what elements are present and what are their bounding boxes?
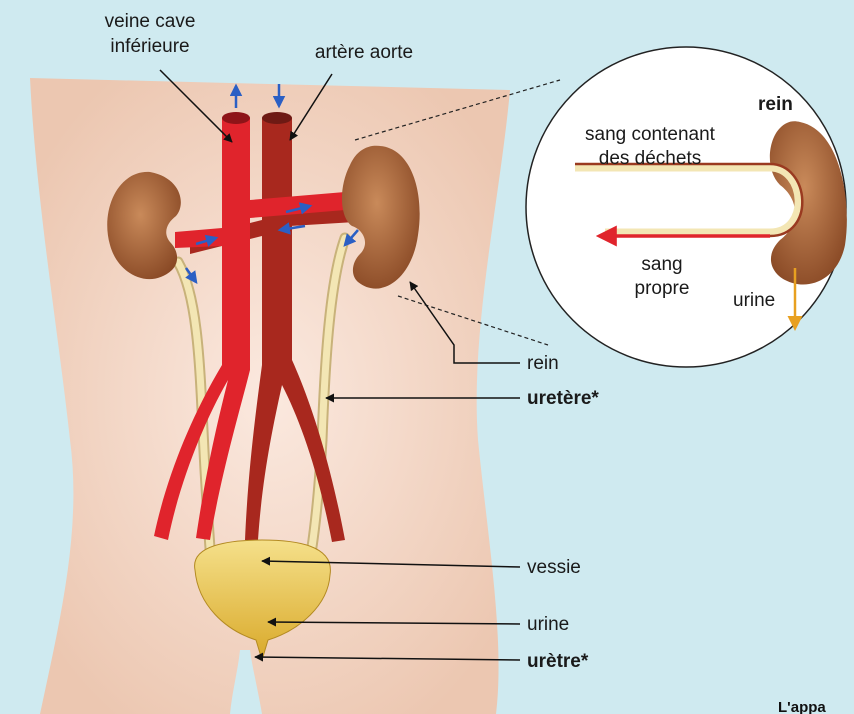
corner-caption: L'appa: [778, 699, 826, 714]
zoom-label-sang: sang: [641, 254, 682, 275]
label-urine: urine: [527, 614, 569, 635]
zoom-label-propre: propre: [635, 278, 690, 299]
zoom-label-sang-contenant: sang contenant: [585, 124, 716, 145]
label-inferieure: inférieure: [110, 36, 189, 57]
label-uretere: uretère*: [527, 388, 599, 409]
label-vessie: vessie: [527, 557, 581, 578]
zoom-label-rein: rein: [758, 94, 793, 115]
label-veine-cave: veine cave: [105, 11, 196, 32]
label-artere-aorte: artère aorte: [315, 42, 413, 63]
label-rein: rein: [527, 353, 559, 374]
zoom-label-des-dechets: des déchets: [599, 148, 701, 169]
label-uretre: urètre*: [527, 651, 589, 672]
zoom-label-urine: urine: [733, 290, 775, 311]
